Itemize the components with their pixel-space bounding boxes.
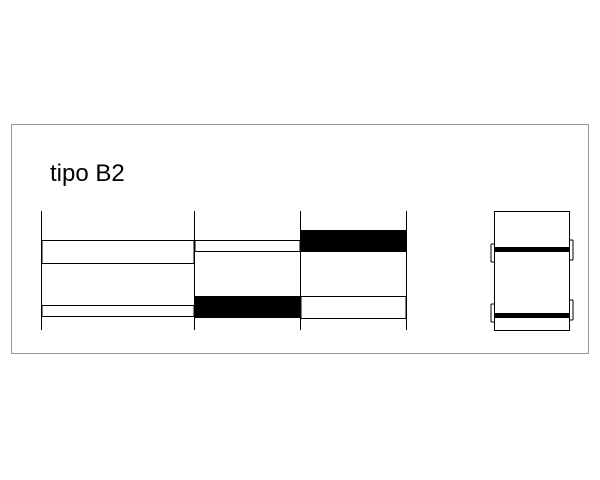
drawing-frame [11,124,589,354]
bay-3-upper-shelf-solid [301,230,406,252]
side-elevation [490,211,574,331]
bay-1-upper-shelf [41,240,195,264]
front-elevation [41,211,407,330]
bay-3-lower-shelf [300,296,407,319]
bay-1-lower-shelf [41,305,195,317]
bay-2-upper-shelf [194,240,301,252]
side-view-frame [494,211,570,331]
bay-2-lower-shelf-solid [195,296,300,318]
side-shelf-lower [495,313,569,318]
drawing-title: tipo B2 [50,160,125,187]
side-shelf-upper [495,247,569,252]
